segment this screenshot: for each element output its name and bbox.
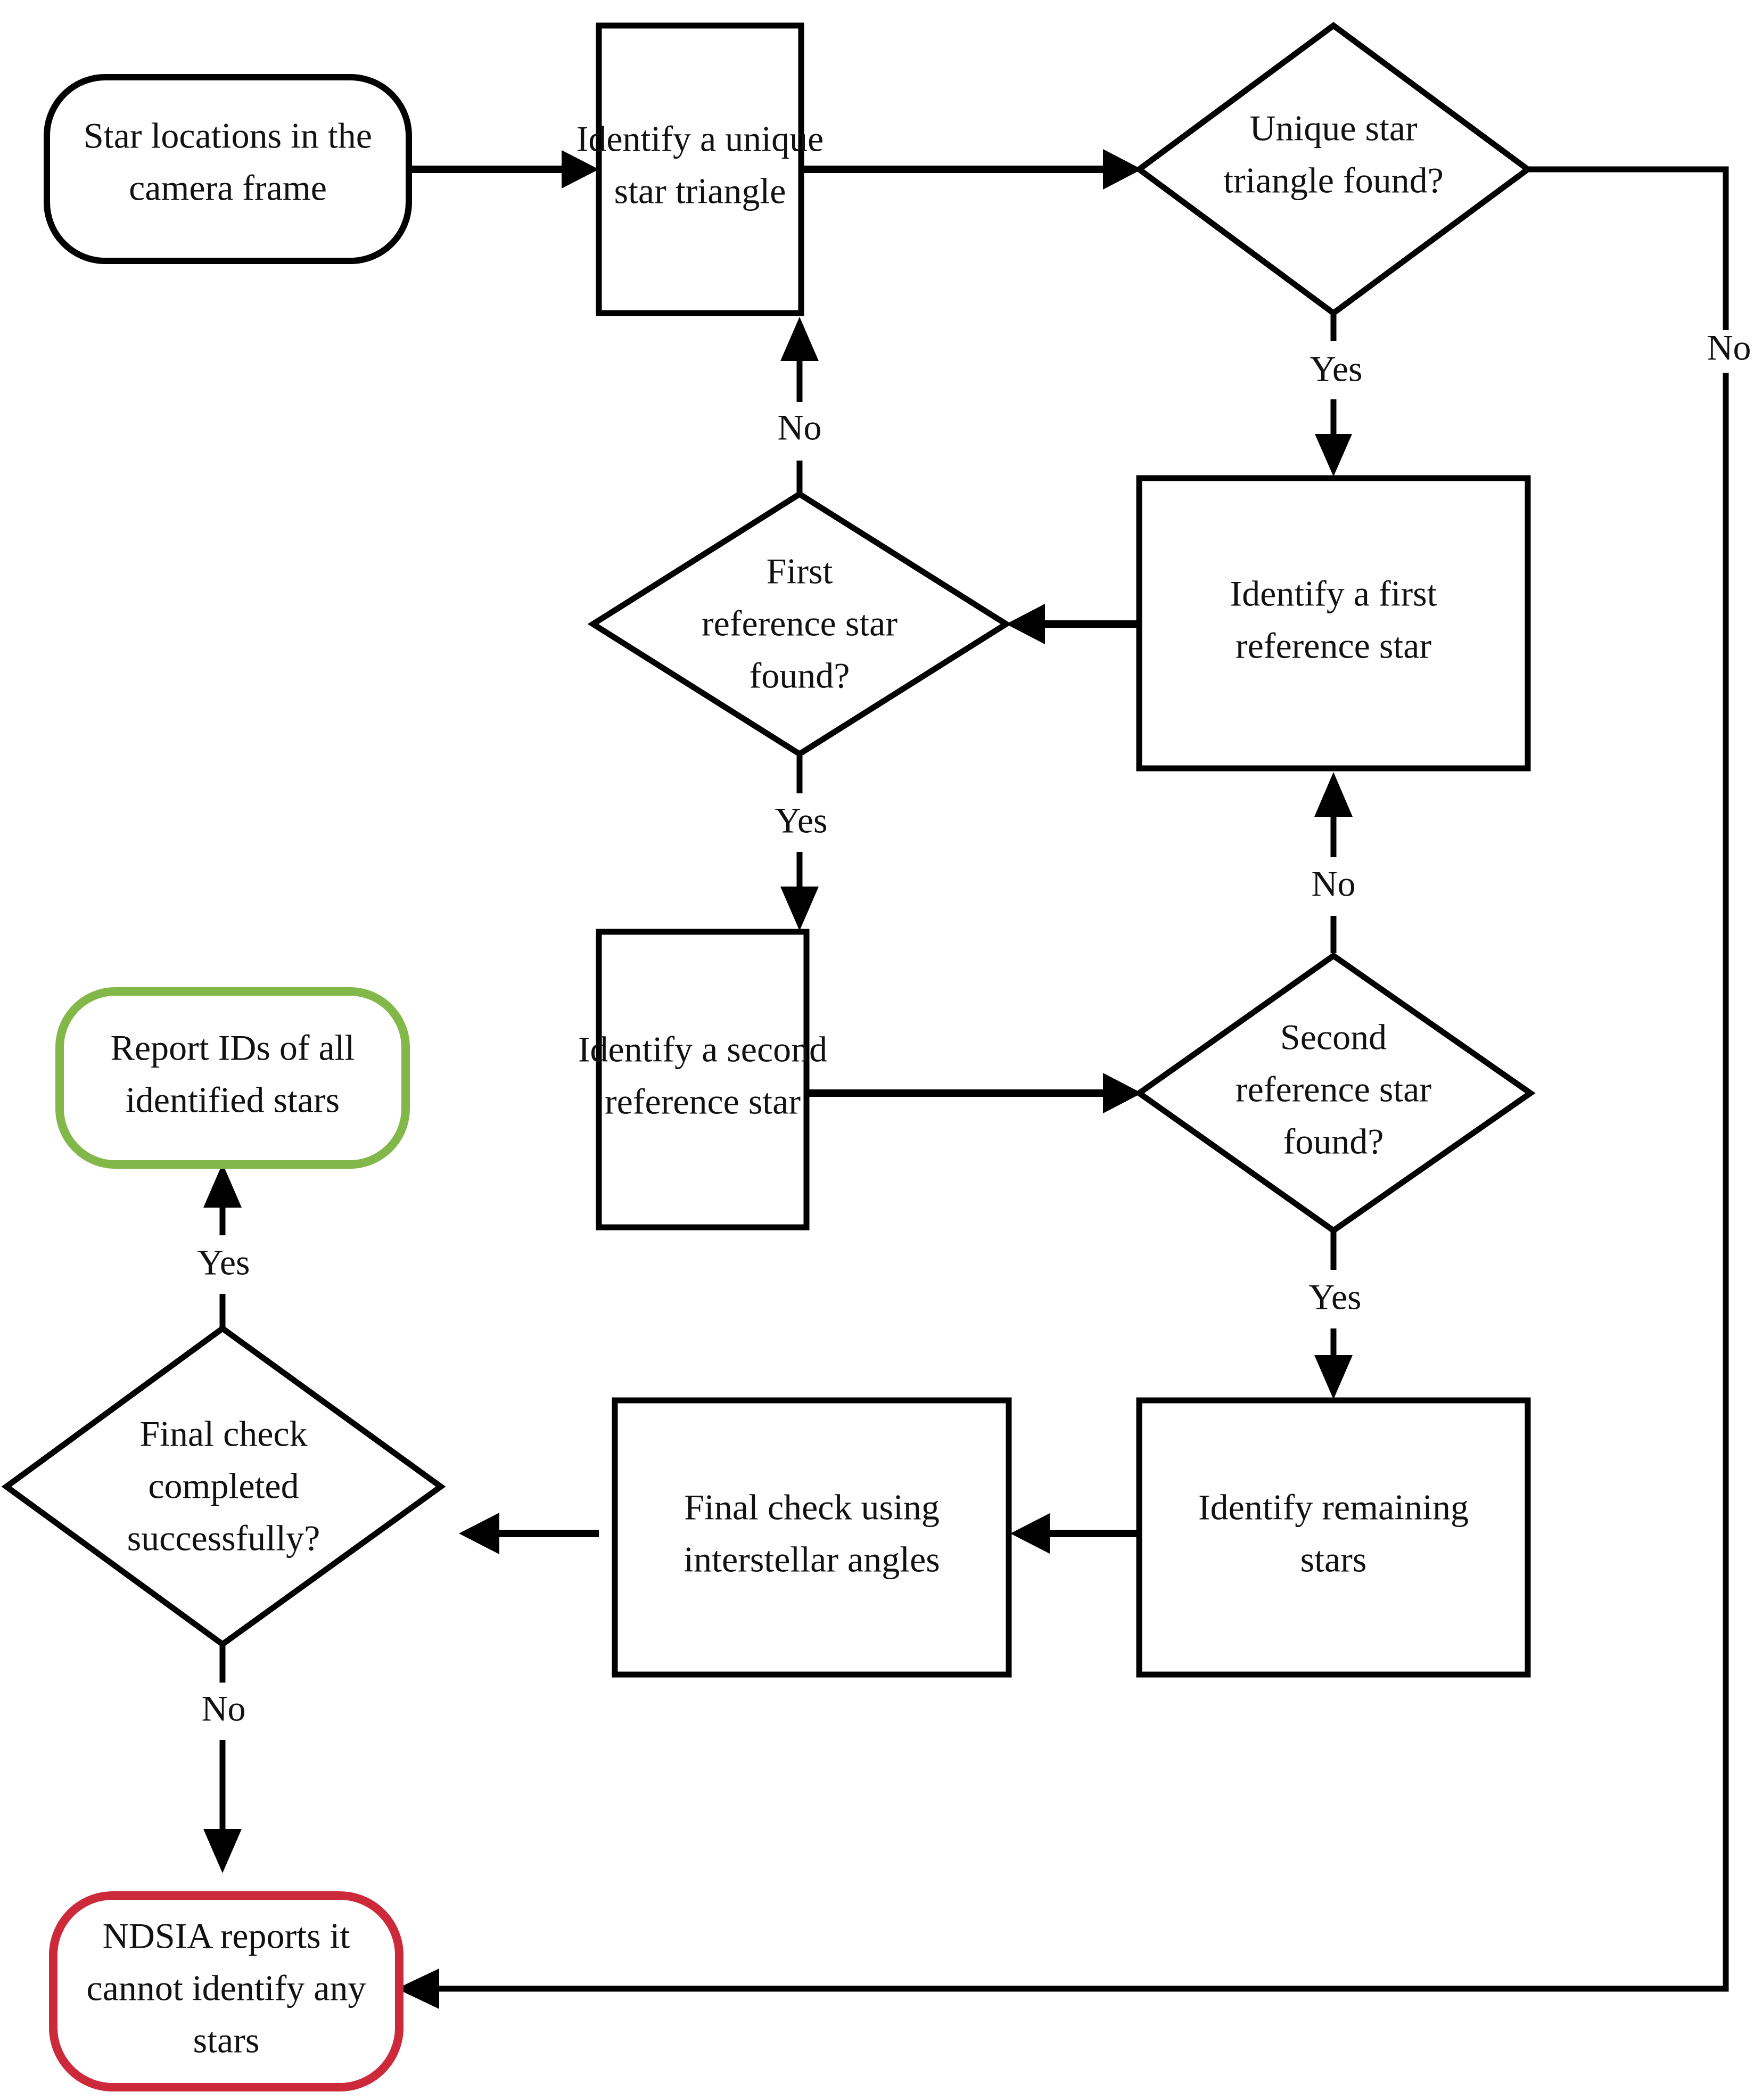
node-ndsia-failure[interactable]: NDSIA reports it cannot identify any sta… [49, 1891, 403, 2091]
edge-first-reference-star-found-no-to-identify-unique-triangle: No [777, 317, 822, 495]
node-second-reference-star-found-line-3: found? [1283, 1121, 1384, 1162]
node-start-line-2: camera frame [129, 168, 327, 208]
node-identify-first-reference-star-line-1: Identify a first [1230, 573, 1437, 614]
node-identify-remaining-stars-line-2: stars [1300, 1539, 1367, 1580]
edge-label-first-ref-no: No [777, 407, 821, 448]
edge-start-to-identify-unique-triangle [410, 150, 599, 188]
edge-first-reference-star-found-yes-to-identify-second-reference-star: Yes [775, 756, 828, 931]
node-identify-remaining-stars-line-1: Identify remaining [1198, 1487, 1469, 1528]
edge-label-unique-triangle-no: No [1707, 327, 1751, 368]
node-ndsia-failure-line-2: cannot identify any [87, 1968, 366, 2008]
node-final-check-completed-line-3: successfully? [127, 1518, 320, 1558]
node-second-reference-star-found-line-1: Second [1280, 1017, 1387, 1057]
edge-label-final-check-no: No [201, 1688, 245, 1729]
node-first-reference-star-found-line-2: reference star [702, 603, 897, 644]
edge-label-second-ref-no: No [1311, 864, 1355, 904]
edge-identify-unique-triangle-to-unique-triangle-found [801, 149, 1142, 190]
node-identify-first-reference-star[interactable]: Identify a first reference star [1136, 475, 1531, 772]
node-start[interactable]: Star locations in the camera frame [44, 74, 412, 264]
edge-final-check-completed-yes-to-report-ids: Yes [197, 1163, 250, 1328]
node-final-check-interstellar[interactable]: Final check using interstellar angles [612, 1397, 1012, 1678]
edge-unique-triangle-found-no-to-ndsia-failure: No [397, 166, 1751, 2009]
edge-label-final-check-yes: Yes [197, 1242, 250, 1283]
node-final-check-completed[interactable]: Final check completed successfully? [1, 1325, 446, 1648]
node-ndsia-failure-line-3: stars [193, 2020, 260, 2061]
node-ndsia-failure-line-1: NDSIA reports it [103, 1916, 350, 1956]
node-start-line-1: Star locations in the [84, 116, 372, 156]
node-identify-remaining-stars[interactable]: Identify remaining stars [1136, 1397, 1531, 1678]
node-unique-triangle-found[interactable]: Unique star triangle found? [1134, 22, 1533, 317]
node-identify-second-reference-star-line-1: Identify a second [578, 1029, 827, 1070]
edge-second-reference-star-found-yes-to-identify-remaining-stars: Yes [1309, 1231, 1362, 1399]
node-first-reference-star-found-line-1: First [767, 551, 833, 592]
edge-second-reference-star-found-no-to-identify-first-reference-star: No [1311, 772, 1356, 953]
edge-final-check-interstellar-to-final-check-completed [459, 1513, 599, 1554]
edge-label-unique-triangle-yes: Yes [1310, 349, 1363, 389]
node-unique-triangle-found-line-1: Unique star [1249, 108, 1418, 149]
node-final-check-interstellar-line-2: interstellar angles [684, 1539, 940, 1580]
edge-final-check-completed-no-to-ndsia-failure: No [201, 1644, 246, 1873]
node-identify-second-reference-star[interactable]: Identify a second reference star [578, 929, 827, 1231]
node-second-reference-star-found[interactable]: Second reference star found? [1134, 952, 1536, 1234]
node-final-check-completed-line-2: completed [148, 1466, 299, 1506]
node-second-reference-star-found-line-2: reference star [1236, 1069, 1431, 1110]
node-identify-first-reference-star-line-2: reference star [1236, 626, 1431, 666]
edge-label-first-ref-yes: Yes [775, 800, 828, 841]
edge-identify-first-reference-star-to-first-reference-star-found [1006, 604, 1139, 644]
node-final-check-interstellar-line-1: Final check using [684, 1487, 940, 1528]
edge-label-second-ref-yes: Yes [1309, 1277, 1362, 1317]
node-identify-unique-triangle-line-1: Identify a unique [577, 119, 824, 159]
node-identify-unique-triangle[interactable]: Identify a unique star triangle [577, 22, 824, 316]
node-first-reference-star-found[interactable]: First reference star found? [587, 490, 1012, 758]
node-report-ids-line-2: identified stars [126, 1080, 340, 1120]
edge-identify-remaining-stars-to-final-check-interstellar [1010, 1513, 1139, 1554]
node-identify-second-reference-star-line-2: reference star [605, 1081, 801, 1122]
node-report-ids-line-1: Report IDs of all [111, 1028, 355, 1068]
node-final-check-completed-line-1: Final check [139, 1414, 307, 1454]
edge-identify-second-reference-star-to-second-reference-star-found [806, 1073, 1142, 1113]
node-unique-triangle-found-line-2: triangle found? [1223, 160, 1444, 201]
node-report-ids[interactable]: Report IDs of all identified stars [55, 987, 410, 1169]
node-first-reference-star-found-line-3: found? [750, 655, 850, 696]
edge-unique-triangle-found-yes-to-identify-first-reference-star: Yes [1310, 303, 1363, 477]
node-identify-unique-triangle-line-2: star triangle [614, 171, 786, 211]
